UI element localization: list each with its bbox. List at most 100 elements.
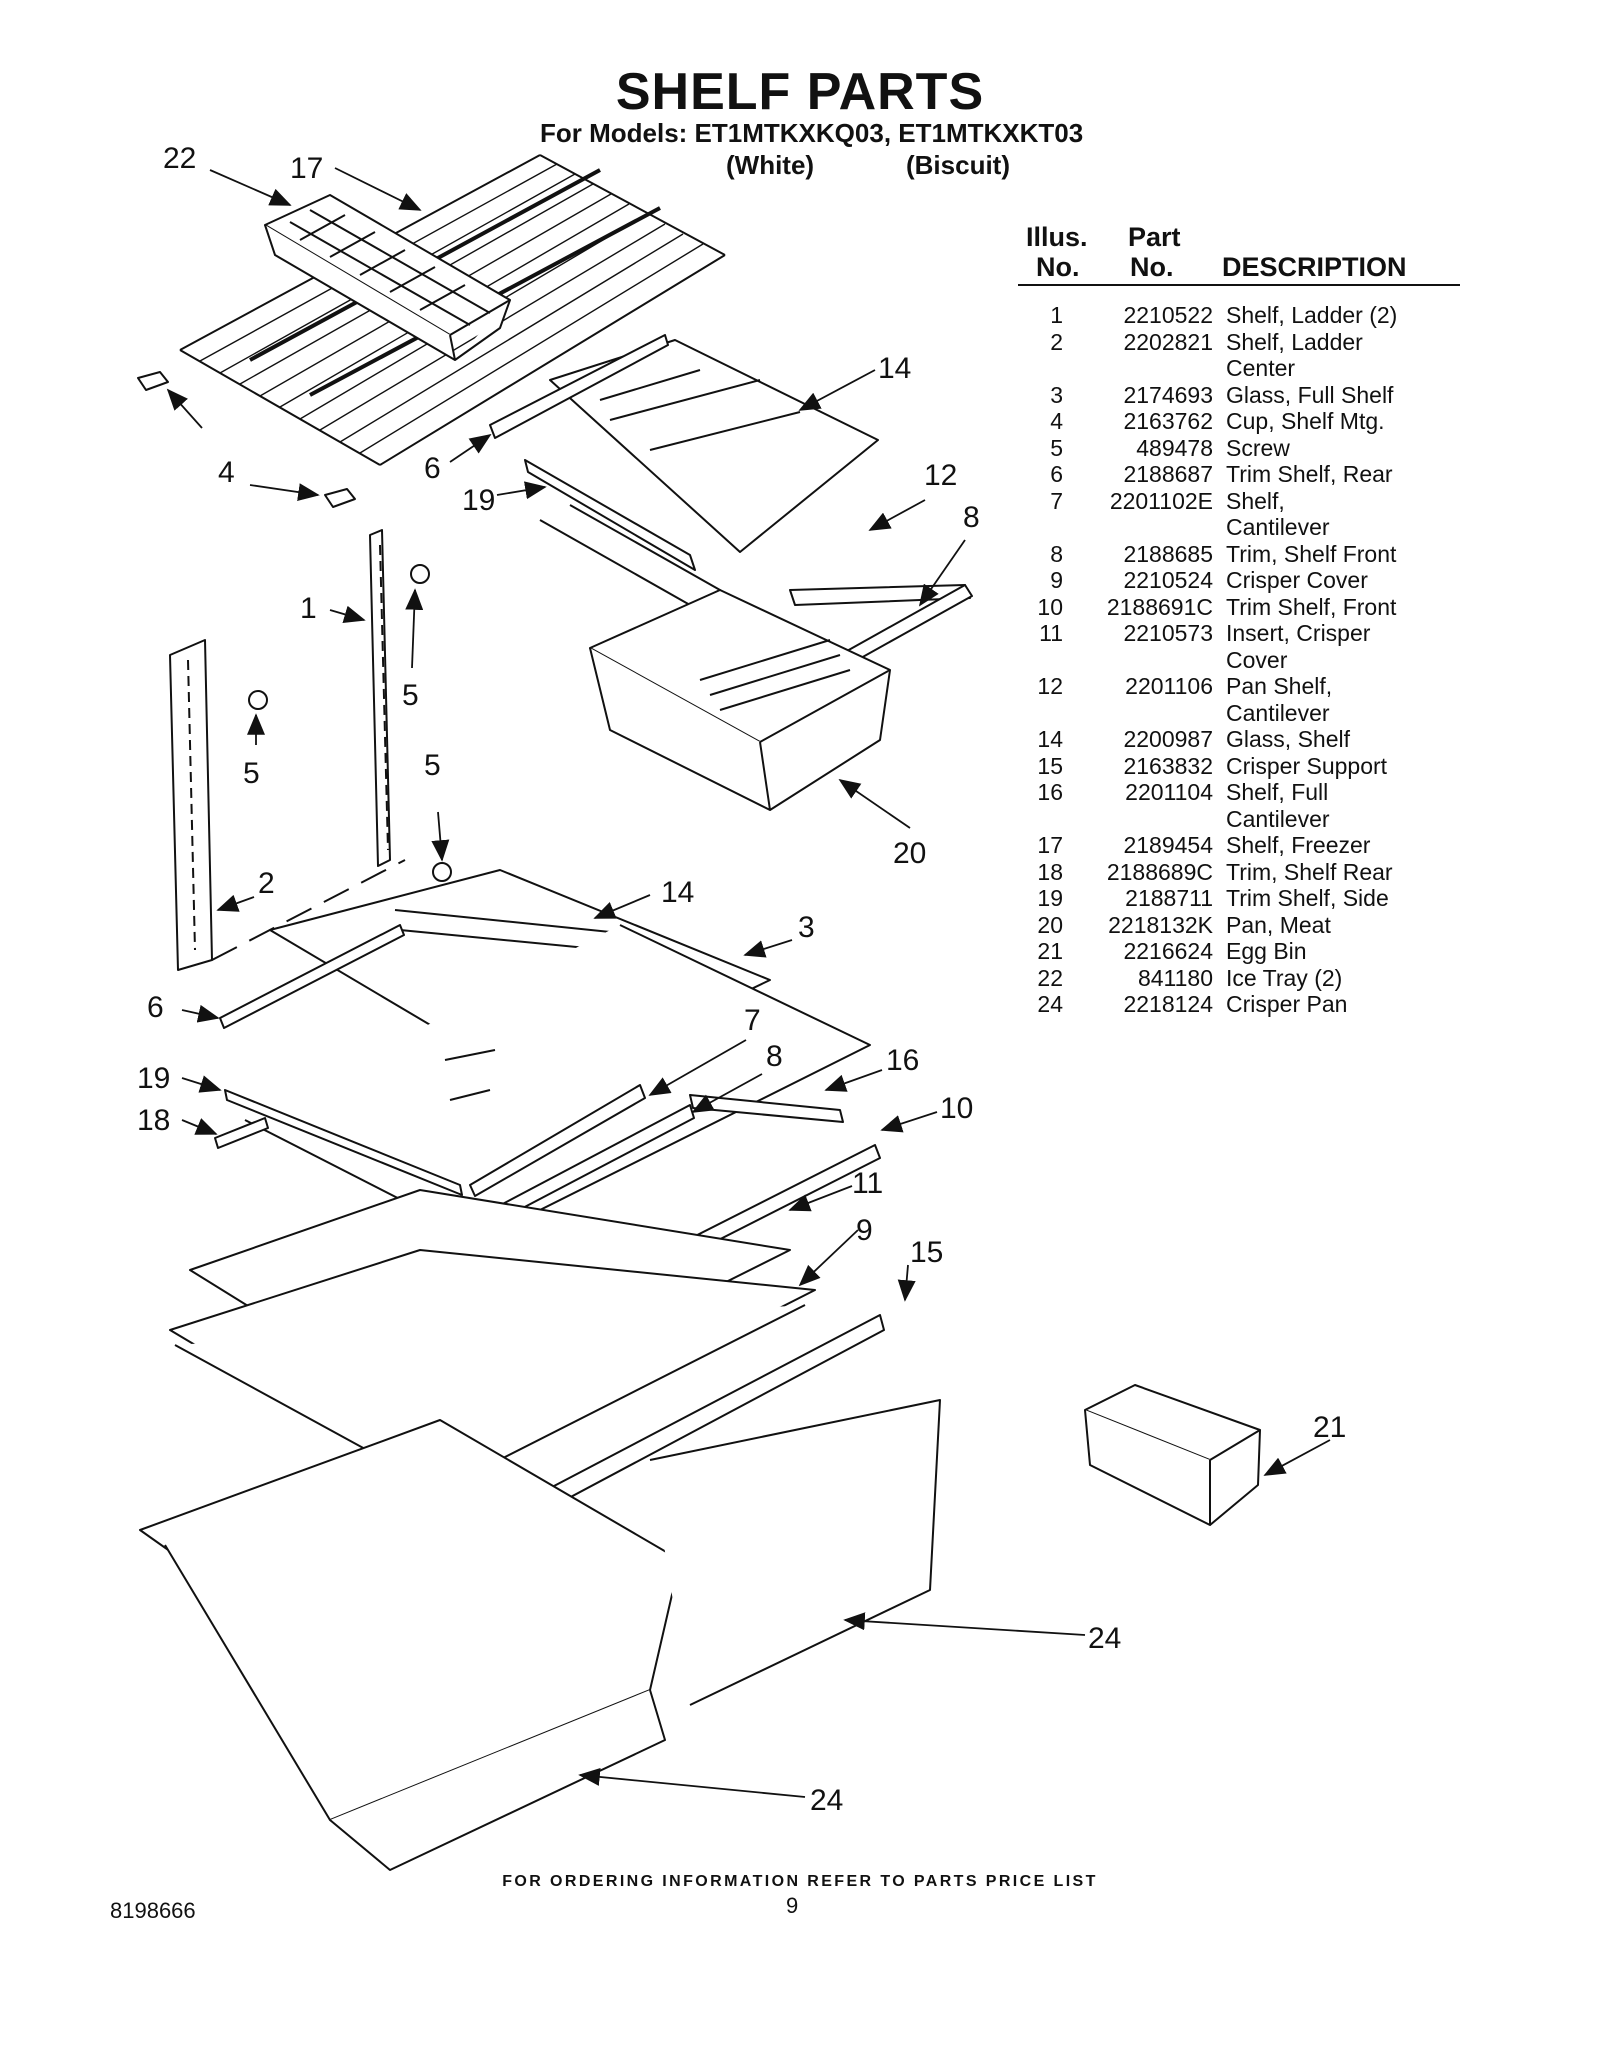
- illus-cell: 18: [1037, 858, 1063, 885]
- callout-1: 1: [300, 592, 317, 625]
- illus-cell: 7: [1050, 487, 1063, 514]
- illus-cell: 3: [1050, 381, 1063, 408]
- callout-3: 3: [798, 911, 815, 944]
- part-cell: 2188711: [1125, 885, 1213, 911]
- desc-cell: Cup, Shelf Mtg.: [1226, 408, 1385, 434]
- illus-cell: 4: [1050, 408, 1063, 434]
- crisper-cover-assembly: [169, 1189, 885, 1549]
- part-cell: 2201106: [1125, 673, 1213, 699]
- illus-cell: 16: [1037, 779, 1063, 805]
- illus-cell: 12: [1037, 673, 1063, 699]
- callout-15: 15: [910, 1236, 943, 1269]
- desc-cell: Trim, Shelf Front: [1226, 540, 1397, 567]
- callout-16: 16: [886, 1044, 919, 1077]
- part-cell: [1063, 700, 1213, 727]
- col-header-part: Part: [1128, 222, 1181, 252]
- desc-cell: Trim Shelf, Rear: [1226, 461, 1393, 487]
- table-row: Cantilever: [1018, 700, 1460, 727]
- table-row: 2 2202821 Shelf, Ladder: [1018, 329, 1460, 356]
- desc-cell: Shelf, Ladder: [1226, 328, 1363, 355]
- col-header-part-no: No.: [1130, 252, 1174, 282]
- callout-10: 10: [940, 1092, 973, 1125]
- part-cell: 2218132K: [1108, 911, 1213, 938]
- callout-24: 24: [1088, 1622, 1121, 1655]
- desc-cell: Shelf, Ladder (2): [1226, 302, 1398, 328]
- part-cell: 2163762: [1123, 408, 1213, 434]
- screw-hardware: [248, 564, 452, 882]
- illus-cell: 8: [1050, 540, 1063, 567]
- desc-cell: Egg Bin: [1226, 938, 1307, 964]
- part-cell: 2202821: [1123, 328, 1213, 355]
- col-header-illus: Illus.: [1026, 222, 1088, 252]
- desc-cell: Crisper Pan: [1226, 991, 1348, 1017]
- illus-cell: 14: [1037, 726, 1063, 752]
- desc-cell: Trim Shelf, Front: [1226, 593, 1397, 620]
- illus-cell: 19: [1037, 885, 1063, 911]
- illus-cell: 15: [1037, 752, 1063, 779]
- col-header-description: DESCRIPTION: [1222, 252, 1407, 282]
- desc-cell: Glass, Shelf: [1226, 726, 1350, 752]
- page-number: 9: [786, 1893, 799, 1918]
- table-row: 4 2163762 Cup, Shelf Mtg.: [1018, 408, 1460, 435]
- variant-white-label: (White): [726, 150, 815, 180]
- callout-18: 18: [137, 1104, 170, 1137]
- desc-cell: Cover: [1226, 646, 1288, 673]
- illus-cell: 11: [1039, 620, 1063, 646]
- desc-cell: Screw: [1226, 434, 1290, 461]
- callout-19: 19: [462, 484, 495, 517]
- desc-cell: Crisper Cover: [1226, 567, 1368, 593]
- part-cell: 2174693: [1123, 381, 1213, 408]
- part-cell: 2210573: [1123, 620, 1213, 646]
- table-row: 11 2210573 Insert, Crisper: [1018, 620, 1460, 647]
- callout-11: 11: [852, 1167, 883, 1200]
- crisper-pans: [139, 1399, 941, 1871]
- illus-cell: 6: [1050, 461, 1063, 487]
- header-divider: [1018, 284, 1460, 286]
- illus-cell: 1: [1050, 302, 1063, 328]
- desc-cell: Insert, Crisper: [1226, 620, 1371, 646]
- part-cell: 2188685: [1123, 540, 1213, 567]
- illus-cell: 2: [1050, 328, 1063, 355]
- illus-cell: 24: [1037, 991, 1063, 1017]
- part-cell: 2188689C: [1106, 858, 1213, 885]
- illus-cell: 17: [1037, 832, 1063, 858]
- callout-8: 8: [766, 1040, 783, 1073]
- meat-pan: [589, 589, 891, 811]
- desc-cell: Glass, Full Shelf: [1226, 381, 1394, 408]
- callout-7: 7: [744, 1004, 761, 1037]
- table-row: 8 2188685 Trim, Shelf Front: [1018, 541, 1460, 568]
- variant-biscuit-label: (Biscuit): [906, 150, 1010, 180]
- desc-cell: Crisper Support: [1226, 752, 1388, 779]
- callout-17: 17: [290, 152, 323, 185]
- callout-19: 19: [137, 1062, 170, 1095]
- desc-cell: Shelf, Freezer: [1226, 832, 1371, 858]
- callout-4: 4: [218, 456, 235, 489]
- callout-labels: 22 17 14 4 6 19 12 8 1 5 5 5 20 2 14 3 6…: [137, 142, 1346, 1817]
- illus-cell: 21: [1037, 938, 1063, 964]
- part-cell: [1063, 647, 1213, 674]
- desc-cell: Shelf, Full: [1226, 779, 1329, 805]
- desc-cell: Ice Tray (2): [1226, 964, 1343, 991]
- callout-14: 14: [878, 352, 911, 385]
- desc-cell: Cantilever: [1226, 699, 1330, 726]
- illus-cell: 9: [1050, 567, 1063, 593]
- egg-bin: [1084, 1384, 1261, 1526]
- col-header-illus-no: No.: [1036, 252, 1080, 282]
- part-cell: 2201102E: [1109, 487, 1213, 514]
- document-number: 8198666: [110, 1898, 196, 1923]
- part-cell: 2218124: [1123, 991, 1213, 1017]
- callout-2: 2: [258, 867, 275, 900]
